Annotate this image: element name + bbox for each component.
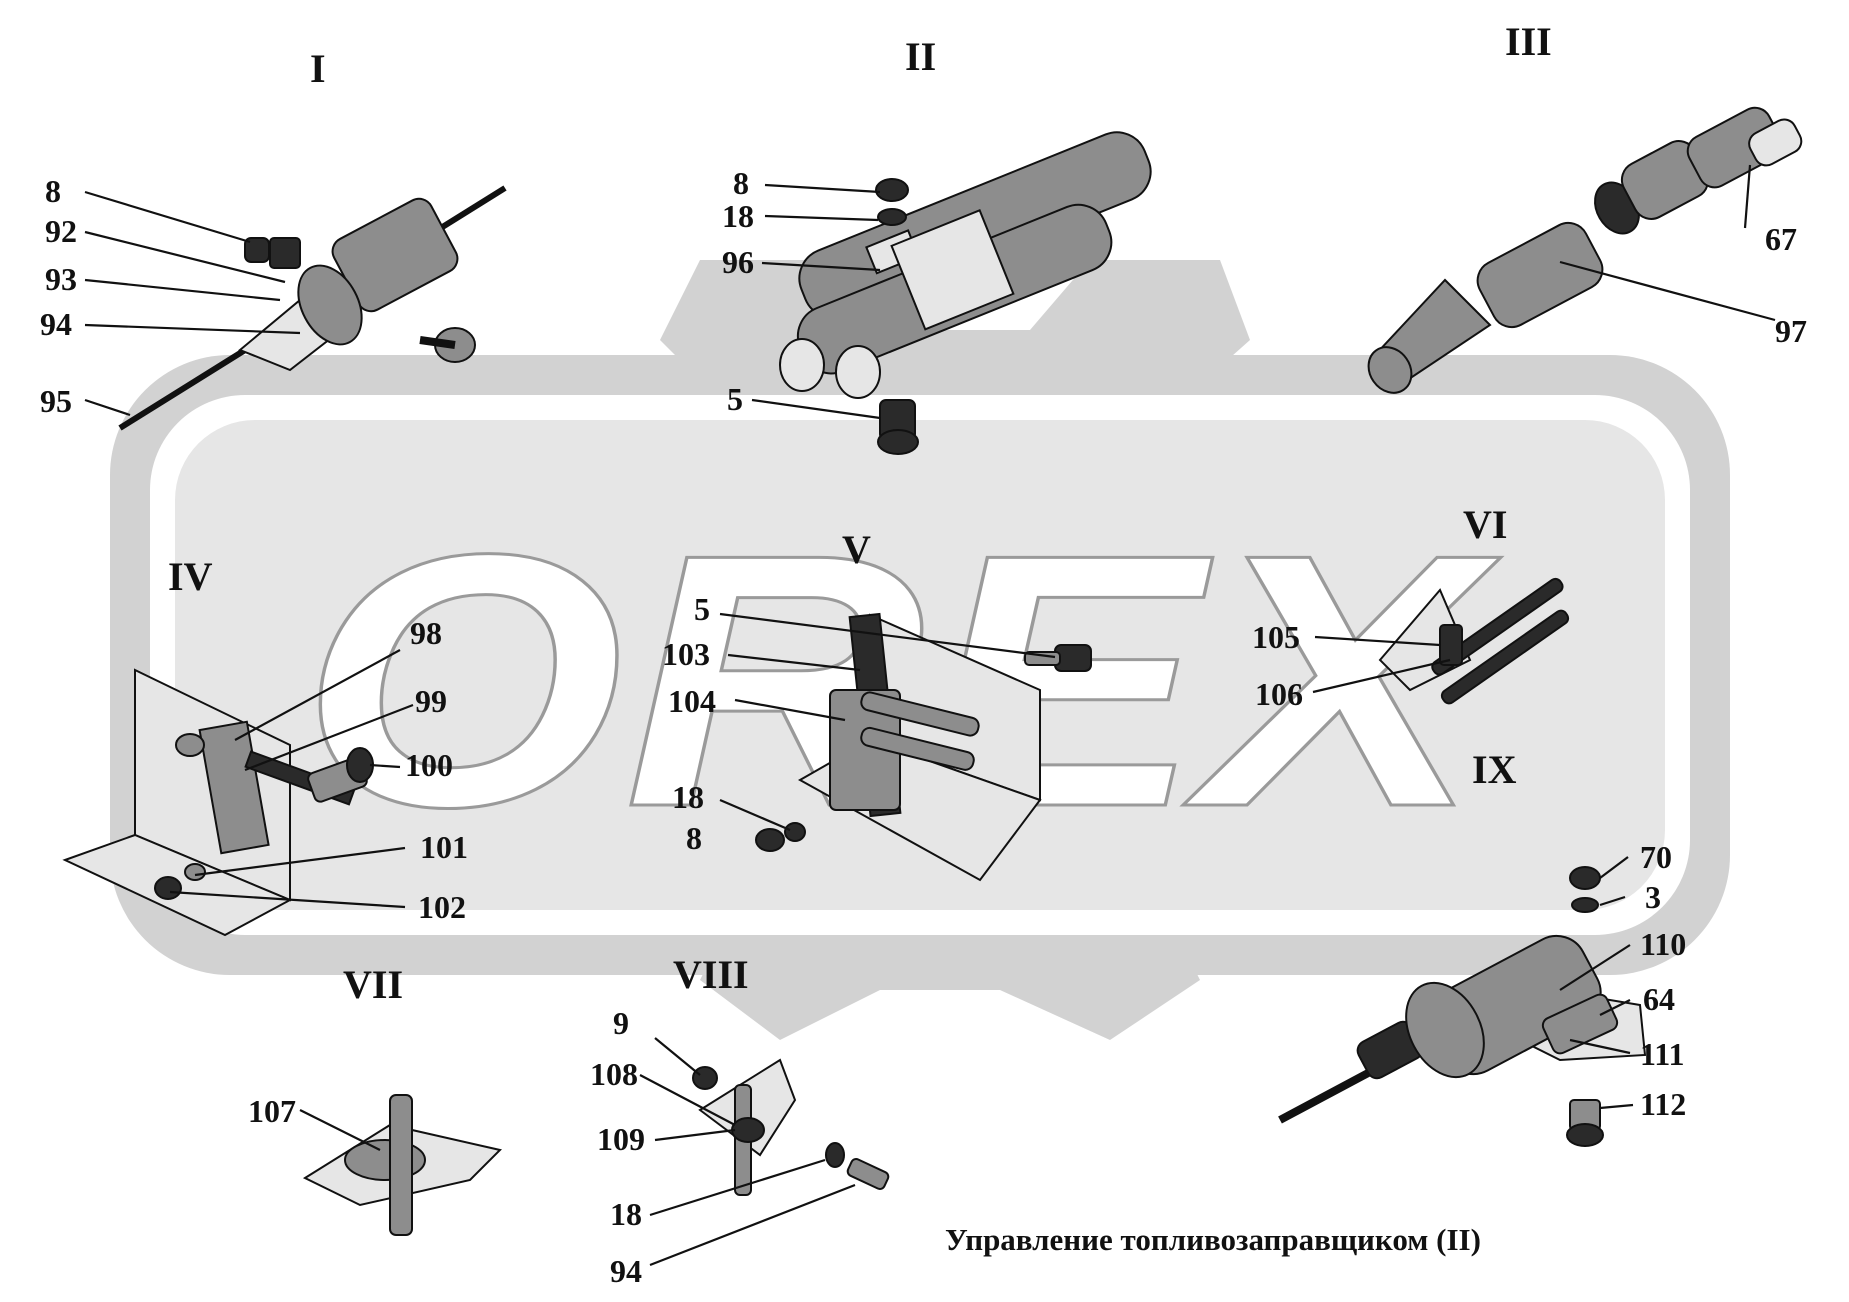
part-label: 108	[590, 1056, 638, 1092]
part-label: 5	[694, 591, 710, 627]
section-label-IV: IV	[168, 554, 213, 599]
section-label-III: III	[1505, 19, 1552, 64]
leader-lines	[84, 164, 1776, 1267]
part-label: 70	[1640, 839, 1672, 875]
part-label: 103	[662, 636, 710, 672]
part-label: 67	[1765, 221, 1797, 257]
assembly-VI	[1378, 577, 1570, 705]
part-label: 92	[45, 213, 77, 249]
assembly-II	[779, 131, 1152, 455]
part-label: 64	[1643, 981, 1675, 1017]
part-label: 100	[405, 747, 453, 783]
section-labels: I II III IV V VI VII VIII IX	[168, 19, 1552, 1007]
part-label: 5	[727, 381, 743, 417]
part-label: 101	[420, 829, 468, 865]
section-label-VII: VII	[343, 962, 403, 1007]
part-label: 18	[610, 1196, 642, 1232]
part-label: 99	[415, 683, 447, 719]
part-label: 94	[610, 1253, 642, 1289]
part-labels: 8 92 93 94 95 8 18 96 5 67 97 98 99 100 …	[40, 165, 1807, 1289]
part-label: 94	[40, 306, 72, 342]
assembly-IV	[62, 668, 374, 937]
part-label: 107	[248, 1093, 296, 1129]
diagram-caption: Управление топливозаправщиком (II)	[945, 1222, 1481, 1257]
section-label-I: I	[310, 46, 326, 91]
assembly-III	[1367, 106, 1803, 394]
part-label: 18	[722, 198, 754, 234]
assembly-I	[118, 185, 507, 431]
part-label: 8	[733, 165, 749, 201]
part-label: 111	[1640, 1036, 1684, 1072]
part-label: 8	[45, 173, 61, 209]
part-label: 96	[722, 244, 754, 280]
section-label-VIII: VIII	[673, 952, 749, 997]
assembly-V	[755, 612, 1092, 882]
part-label: 9	[613, 1005, 629, 1041]
assembly-VIII	[692, 1058, 890, 1196]
part-label: 93	[45, 261, 77, 297]
part-label: 8	[686, 820, 702, 856]
part-label: 3	[1645, 879, 1661, 915]
part-label: 106	[1255, 676, 1303, 712]
part-label: 112	[1640, 1086, 1686, 1122]
section-label-VI: VI	[1463, 502, 1507, 547]
part-label: 110	[1640, 926, 1686, 962]
part-label: 104	[668, 683, 716, 719]
section-label-IX: IX	[1472, 747, 1517, 792]
section-label-II: II	[905, 34, 936, 79]
assembly-VII	[302, 1094, 502, 1236]
part-label: 97	[1775, 313, 1807, 349]
part-label: 98	[410, 615, 442, 651]
section-label-V: V	[842, 527, 871, 572]
part-label: 109	[597, 1121, 645, 1157]
part-label: 102	[418, 889, 466, 925]
part-label: 105	[1252, 619, 1300, 655]
part-label: 18	[672, 779, 704, 815]
part-label: 95	[40, 383, 72, 419]
